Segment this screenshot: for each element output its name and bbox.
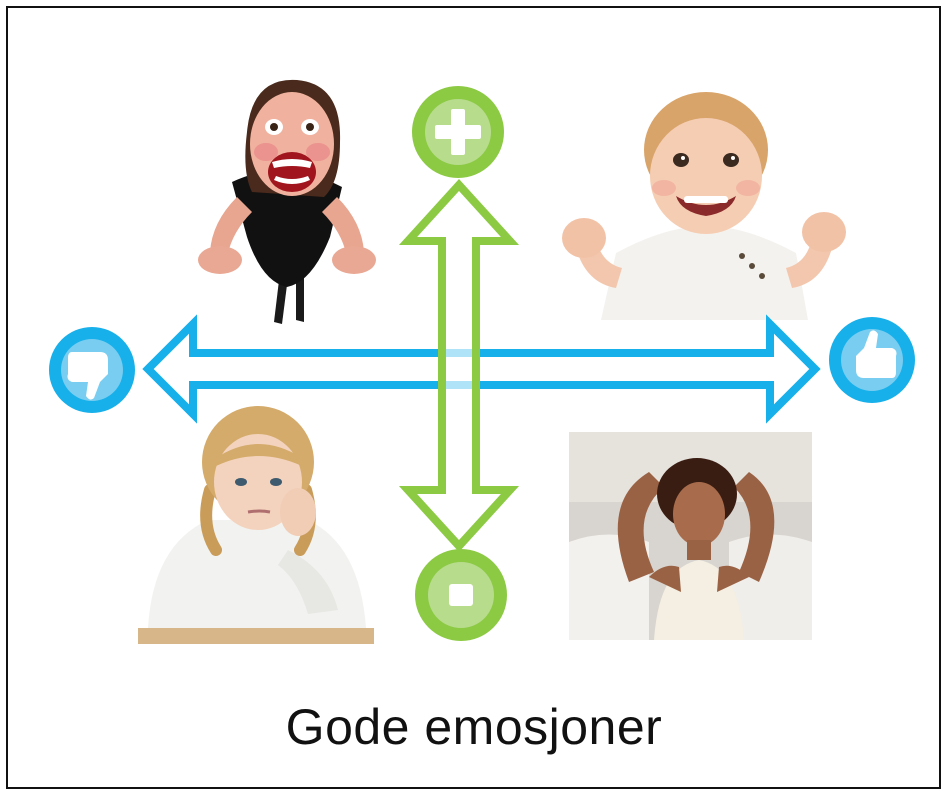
excited-baby-photo	[556, 88, 852, 320]
thumbs-down-icon	[49, 327, 135, 413]
bored-girl-photo	[138, 400, 374, 644]
slide-caption: Gode emosjoner	[285, 699, 663, 755]
thumbs-up-icon	[829, 317, 915, 403]
relaxed-woman-photo	[569, 432, 812, 640]
plus-icon	[412, 86, 504, 178]
horizontal-double-arrow	[142, 314, 821, 424]
screaming-woman-photo	[192, 72, 377, 334]
vertical-double-arrow	[398, 179, 520, 552]
minus-icon	[415, 549, 507, 641]
